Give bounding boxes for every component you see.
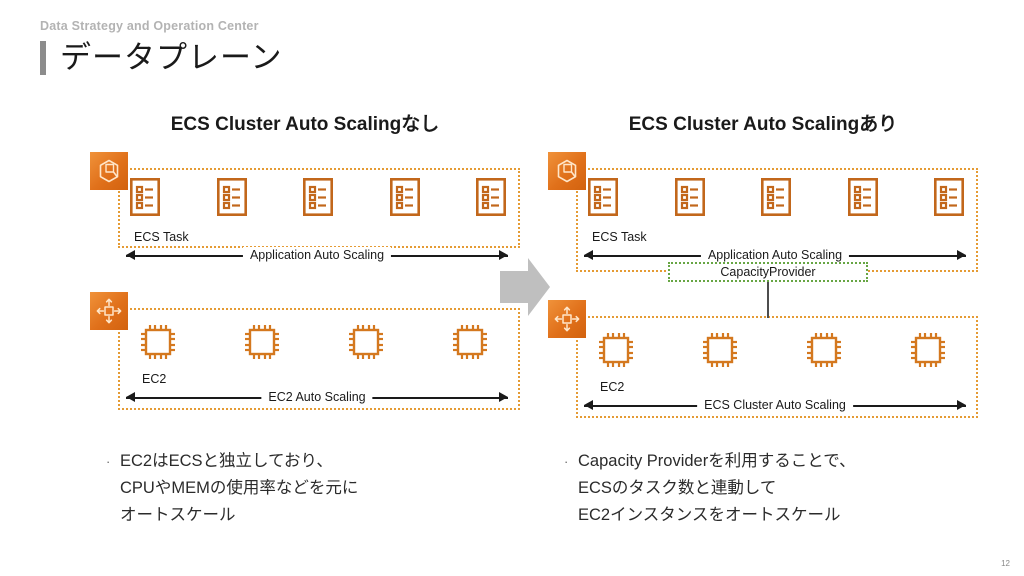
arrow-right-head-icon (957, 400, 966, 410)
right-ec2-group: EC2 ECS Cluster Auto Scaling (548, 300, 978, 418)
ecs-task-icon (302, 177, 333, 221)
left-ecs-task-group: ECS Task Application Auto Scaling (90, 152, 520, 270)
arrow-right-head-icon (499, 392, 508, 402)
left-application-auto-scaling-label: Application Auto Scaling (242, 247, 392, 263)
left-ecs-task-label: ECS Task (134, 230, 189, 244)
bullet-dot-icon: · (106, 454, 111, 469)
ecs-task-icon (587, 177, 618, 221)
right-application-auto-scaling-measure: Application Auto Scaling (584, 247, 966, 264)
right-ecs-cluster-auto-scaling-label: ECS Cluster Auto Scaling (697, 397, 853, 413)
right-block-arrow-icon (498, 255, 552, 319)
right-bullet-text: Capacity Providerを利用することで、 ECSのタスク数と連動して… (578, 452, 856, 524)
right-bullets: · Capacity Providerを利用することで、 ECSのタスク数と連動… (548, 448, 978, 529)
list-item: · Capacity Providerを利用することで、 ECSのタスク数と連動… (548, 448, 978, 529)
left-ec2-label: EC2 (142, 372, 167, 386)
ecs-task-icon (674, 177, 705, 221)
right-ecs-cluster-auto-scaling-measure: ECS Cluster Auto Scaling (584, 397, 966, 414)
arrow-left-head-icon (584, 250, 593, 260)
bullet-dot-icon: · (564, 454, 569, 469)
right-ec2-label: EC2 (600, 380, 625, 394)
ec2-auto-scaling-icon (90, 292, 128, 330)
left-ec2-group: EC2 EC2 Auto Scaling (90, 292, 520, 410)
capacity-provider-box: CapacityProvider (668, 262, 868, 282)
left-ec2-icons (138, 322, 490, 367)
right-panel: ECS Cluster Auto Scalingあり (548, 112, 978, 418)
left-panel-heading: ECS Cluster Auto Scalingなし (170, 114, 440, 135)
title-accent-bar (40, 41, 46, 75)
arrow-left-head-icon (584, 400, 593, 410)
right-ecs-task-icons (587, 177, 964, 221)
ec2-instance-icon (138, 322, 178, 367)
page-title: データプレーン (60, 40, 283, 75)
left-bullets: · EC2はECSと独立しており、 CPUやMEMの使用率などを元に オートスケ… (90, 448, 520, 529)
ec2-instance-icon (596, 330, 636, 375)
arrow-left-head-icon (126, 392, 135, 402)
right-ecs-task-label: ECS Task (592, 230, 647, 244)
left-ecs-task-icons (129, 177, 506, 221)
ec2-instance-icon (242, 322, 282, 367)
left-ec2-auto-scaling-label: EC2 Auto Scaling (261, 389, 373, 405)
ecs-task-icon (389, 177, 420, 221)
ecs-task-icon (847, 177, 878, 221)
left-panel: ECS Cluster Auto Scalingなし (90, 112, 520, 410)
left-ec2-auto-scaling-measure: EC2 Auto Scaling (126, 389, 508, 406)
arrow-right-head-icon (957, 250, 966, 260)
title-row: データプレーン (40, 40, 980, 76)
left-application-auto-scaling-measure: Application Auto Scaling (126, 247, 508, 264)
page-number: 12 (1001, 559, 1010, 568)
ec2-instance-icon (804, 330, 844, 375)
ec2-auto-scaling-icon (548, 300, 586, 338)
arrow-right-head-icon (499, 250, 508, 260)
slide-header: Data Strategy and Operation Center データプレ… (40, 18, 980, 76)
arrow-left-head-icon (126, 250, 135, 260)
right-ec2-group-border (576, 316, 978, 418)
right-panel-heading: ECS Cluster Auto Scalingあり (628, 114, 898, 135)
right-ec2-icons (596, 330, 948, 375)
capacity-provider-connector (767, 282, 769, 318)
left-ec2-group-border (118, 308, 520, 410)
eyebrow-label: Data Strategy and Operation Center (40, 19, 259, 33)
ecs-task-icon (760, 177, 791, 221)
right-application-auto-scaling-label: Application Auto Scaling (700, 247, 850, 263)
ec2-instance-icon (908, 330, 948, 375)
ecs-task-icon (129, 177, 160, 221)
right-ecs-task-group: ECS Task Application Auto Scaling Capaci… (548, 152, 978, 318)
ecs-service-icon (90, 152, 128, 190)
list-item: · EC2はECSと独立しており、 CPUやMEMの使用率などを元に オートスケ… (90, 448, 520, 529)
ec2-instance-icon (700, 330, 740, 375)
ecs-service-icon (548, 152, 586, 190)
ecs-task-icon (216, 177, 247, 221)
ecs-task-icon (475, 177, 506, 221)
ec2-instance-icon (450, 322, 490, 367)
ecs-task-icon (933, 177, 964, 221)
left-bullet-text: EC2はECSと独立しており、 CPUやMEMの使用率などを元に オートスケール (120, 452, 359, 524)
ec2-instance-icon (346, 322, 386, 367)
